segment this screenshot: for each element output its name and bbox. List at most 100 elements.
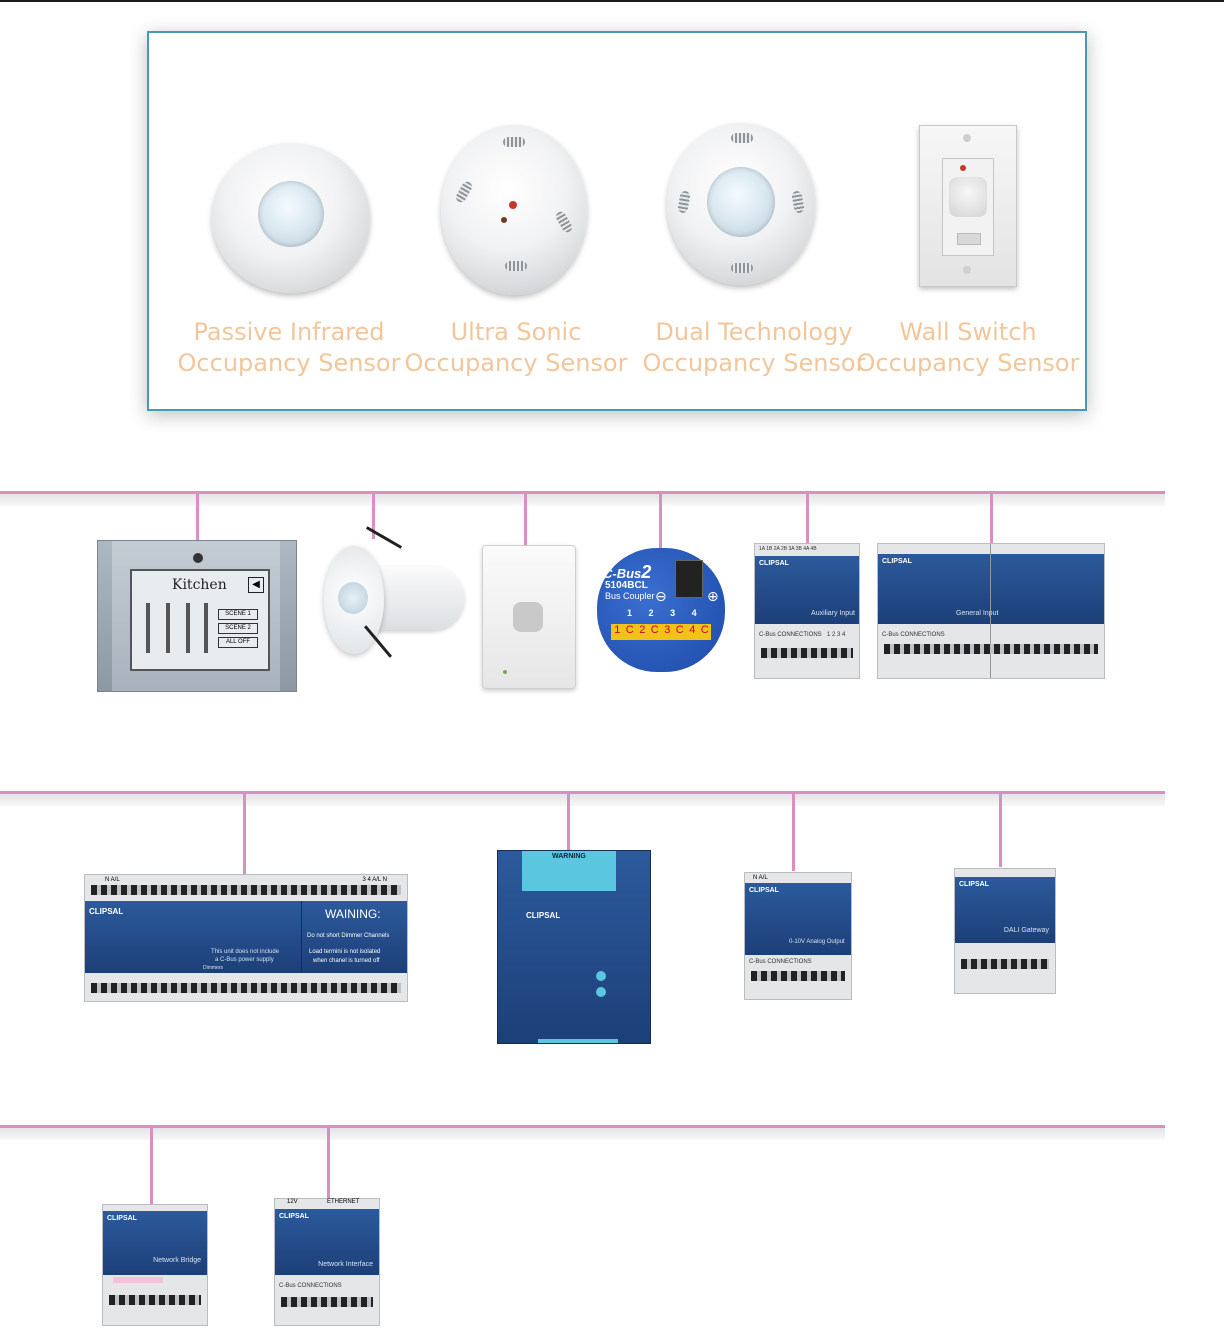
- terminal: 4: [689, 624, 696, 636]
- warning-line-2: Load termini is not isolated: [309, 949, 381, 955]
- sensor-label-line1: Wall Switch: [899, 318, 1037, 346]
- module-label: 0-10V Analog Output: [789, 939, 845, 945]
- bus-drop: [524, 491, 527, 545]
- bus-drop: [792, 791, 795, 871]
- clipsal-logo: CLIPSAL: [749, 887, 779, 894]
- analog-output-module: N A/L CLIPSAL 0-10V Analog Output C-Bus …: [744, 872, 852, 1000]
- terminal: C: [650, 624, 659, 636]
- clipsal-logo: CLIPSAL: [759, 560, 789, 567]
- terminal: C: [675, 624, 684, 636]
- all-off-button[interactable]: ALL OFF: [218, 637, 258, 648]
- coupler-terminal-strip: 1 C 2 C 3 C 4 C: [611, 624, 711, 640]
- warning-label: WARNING: [552, 853, 586, 860]
- module-label: DALI Gateway: [1003, 927, 1049, 934]
- back-arrow-icon: ◀: [248, 577, 264, 593]
- clipsal-logo: CLIPSAL: [107, 1215, 137, 1222]
- cbus-brand: C-Bus: [603, 566, 642, 581]
- bus-line-3: [0, 1125, 1165, 1128]
- bus-drop: [659, 491, 662, 549]
- bus-line-2-shadow: [0, 794, 1165, 806]
- bus-coupler: C-Bus2 5104BCL Bus Coupler ⊖ ⊕ 1 2 3 4 1…: [597, 548, 725, 672]
- module-label: Network Bridge: [153, 1257, 201, 1264]
- cbus-brand-sup: 2: [641, 562, 652, 582]
- clipsal-logo: CLIPSAL: [959, 881, 989, 888]
- sensor-label-line2: Occupancy Sensor: [177, 349, 401, 377]
- module-top-text: 1A 1B 2A 2B 3A 3B 4A 4B: [759, 546, 817, 552]
- bus-drop: [806, 491, 809, 543]
- coupler-subtitle: Bus Coupler: [605, 591, 655, 601]
- dual-tech-sensor-image: [667, 123, 815, 285]
- touchscreen-title: Kitchen: [172, 577, 227, 593]
- warning-line-1: Do not short Dimmer Channels: [307, 933, 390, 939]
- sensor-ultrasonic: Ultra Sonic Occupancy Sensor: [401, 33, 631, 409]
- terminal: C: [625, 624, 634, 636]
- network-bridge-module: CLIPSAL Network Bridge: [102, 1204, 208, 1326]
- module-top-text: 12V: [287, 1199, 298, 1205]
- bus-line-1: [0, 491, 1165, 494]
- warning-title: WAINING:: [325, 907, 381, 921]
- channel-1: 1: [627, 608, 633, 618]
- bus-drop: [372, 491, 375, 539]
- occupancy-sensor-panel: Passive Infrared Occupancy Sensor Ultra …: [147, 31, 1087, 411]
- wall-switch-sensor: [482, 545, 576, 689]
- bus-drop: [243, 791, 246, 877]
- network-interface-module: 12V ETHERNET CLIPSAL Network Interface C…: [274, 1198, 380, 1326]
- sensor-label-line2: Occupancy Sensor: [642, 349, 866, 377]
- terminal: 1: [614, 624, 621, 636]
- terminal: C: [700, 624, 709, 636]
- scene-1-button[interactable]: SCENE 1: [218, 609, 258, 620]
- note-line-1: This unit does not include: [211, 949, 280, 955]
- top-rule: [0, 0, 1224, 2]
- sensor-label-line1: Dual Technology: [655, 318, 853, 346]
- module-top-text: 3 4 A/L N: [362, 877, 387, 883]
- connections-label: C-Bus CONNECTIONS: [749, 959, 812, 965]
- sensor-label-line2: Occupancy Sensor: [856, 349, 1080, 377]
- bus-drop: [150, 1125, 153, 1205]
- sensor-passive-infrared: Passive Infrared Occupancy Sensor: [174, 33, 404, 409]
- bus-drop: [327, 1125, 330, 1201]
- bus-line-3-shadow: [0, 1128, 1165, 1140]
- bus-drop: [567, 791, 570, 851]
- module-top-text: N A/L: [105, 877, 120, 883]
- module-label: General Input: [956, 610, 999, 617]
- bus-line-1-shadow: [0, 494, 1165, 506]
- sensor-wall-switch: Wall Switch Occupancy Sensor: [853, 33, 1083, 409]
- sensor-dual-technology: Dual Technology Occupancy Sensor: [639, 33, 869, 409]
- coupler-model: 5104BCL: [605, 580, 648, 591]
- dali-gateway-module: CLIPSAL DALI Gateway: [954, 868, 1056, 994]
- wall-switch-sensor-image: [919, 125, 1017, 287]
- terminal: 3: [664, 624, 671, 636]
- scene-2-button[interactable]: SCENE 2: [218, 623, 258, 634]
- input-numbers: 1 2 3 4: [827, 632, 846, 638]
- module-label: Network Interface: [318, 1261, 373, 1268]
- ultrasonic-sensor-image: [441, 125, 587, 295]
- clipsal-logo: CLIPSAL: [89, 907, 124, 916]
- general-input-module: CLIPSAL General Input C-Bus CONNECTIONS: [877, 543, 1105, 679]
- channel-4: 4: [691, 608, 697, 618]
- clipsal-logo: CLIPSAL: [882, 558, 912, 565]
- pir-sensor-image: [212, 143, 370, 293]
- terminal: 2: [639, 624, 646, 636]
- dimmer-module: N A/L 3 4 A/L N CLIPSAL Dimmers This uni…: [84, 874, 408, 1002]
- clipsal-logo: CLIPSAL: [279, 1213, 309, 1220]
- touchscreen-panel: Kitchen ◀ SCENE 1 SCENE 2 ALL OFF: [97, 540, 297, 692]
- sensor-label-line2: Occupancy Sensor: [404, 349, 628, 377]
- auxiliary-input-module: 1A 1B 2A 2B 3A 3B 4A 4B CLIPSAL Auxiliar…: [754, 543, 860, 679]
- connections-label: C-Bus CONNECTIONS: [759, 632, 822, 638]
- bus-drop: [990, 491, 993, 543]
- bus-line-2: [0, 791, 1165, 794]
- connections-label: C-Bus CONNECTIONS: [882, 632, 945, 638]
- note-line-2: a C-Bus power supply: [215, 957, 274, 963]
- module-label: Auxiliary Input: [811, 610, 855, 617]
- connections-label: C-Bus CONNECTIONS: [279, 1283, 342, 1289]
- sensor-label-line1: Passive Infrared: [193, 318, 385, 346]
- clipsal-logo: CLIPSAL: [526, 911, 561, 920]
- recessed-pir-sensor: [324, 526, 464, 680]
- module-top-text: ETHERNET: [327, 1199, 360, 1205]
- warning-line-3: when chanel is turned off: [313, 958, 380, 964]
- sensor-label-line1: Ultra Sonic: [450, 318, 582, 346]
- channel-2: 2: [648, 608, 654, 618]
- channel-3: 3: [670, 608, 676, 618]
- module-label: Dimmers: [203, 965, 223, 971]
- module-top-text: N A/L: [753, 875, 768, 881]
